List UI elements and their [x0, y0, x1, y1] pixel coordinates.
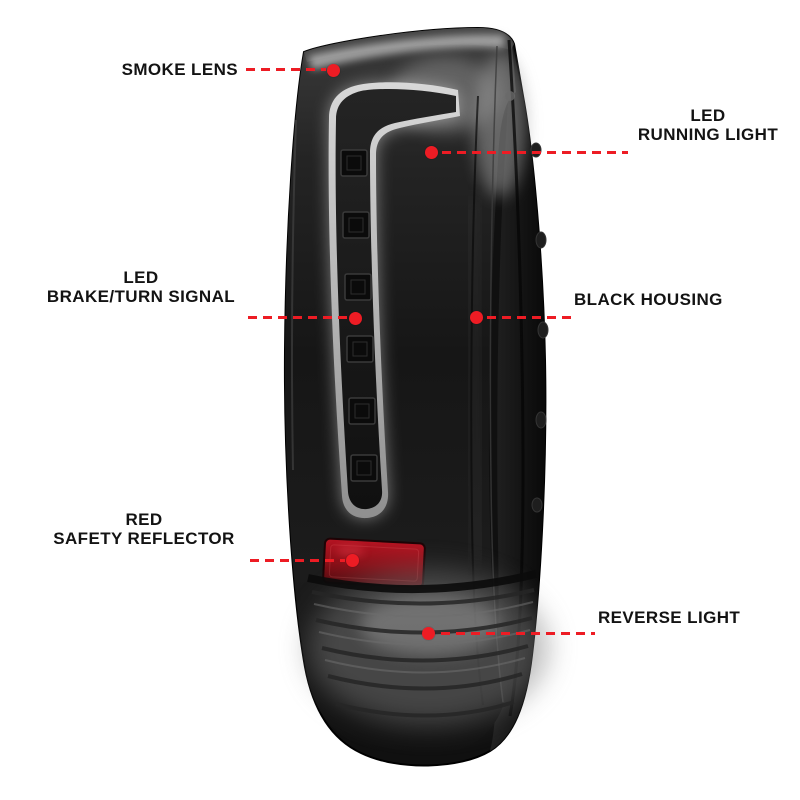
callout-reverse-light: REVERSE LIGHT — [598, 608, 748, 627]
callout-line-reverse-light — [441, 632, 595, 635]
callout-label: REVERSE LIGHT — [598, 608, 741, 627]
callout-line-smoke-lens — [246, 68, 326, 71]
callout-label: SAFETY REFLECTOR — [53, 529, 235, 548]
callout-label: RED — [125, 510, 163, 529]
callout-led-running-light: LED RUNNING LIGHT — [628, 106, 788, 144]
callout-dot-reverse-light — [422, 627, 435, 640]
callout-dot-red-safety-reflector — [346, 554, 359, 567]
callout-label: BRAKE/TURN SIGNAL — [46, 287, 236, 306]
callout-line-red-safety-reflector — [250, 559, 345, 562]
callout-black-housing: BLACK HOUSING — [574, 290, 744, 309]
callout-led-brake-turn-signal: LED BRAKE/TURN SIGNAL — [38, 268, 244, 306]
callout-dot-led-running-light — [425, 146, 438, 159]
callout-label: RUNNING LIGHT — [637, 125, 779, 144]
callout-dot-smoke-lens — [327, 64, 340, 77]
callout-label: BLACK HOUSING — [574, 290, 723, 309]
callout-red-safety-reflector: RED SAFETY REFLECTOR — [42, 510, 246, 548]
callout-line-led-running-light — [442, 151, 628, 154]
callout-label: SMOKE LENS — [121, 60, 238, 79]
callout-label: LED — [123, 268, 159, 287]
callout-smoke-lens: SMOKE LENS — [98, 60, 238, 79]
callout-dot-black-housing — [470, 311, 483, 324]
callout-label: LED — [690, 106, 726, 125]
callout-line-led-brake-turn-signal — [248, 316, 348, 319]
callout-line-black-housing — [487, 316, 571, 319]
callout-dot-led-brake-turn-signal — [349, 312, 362, 325]
